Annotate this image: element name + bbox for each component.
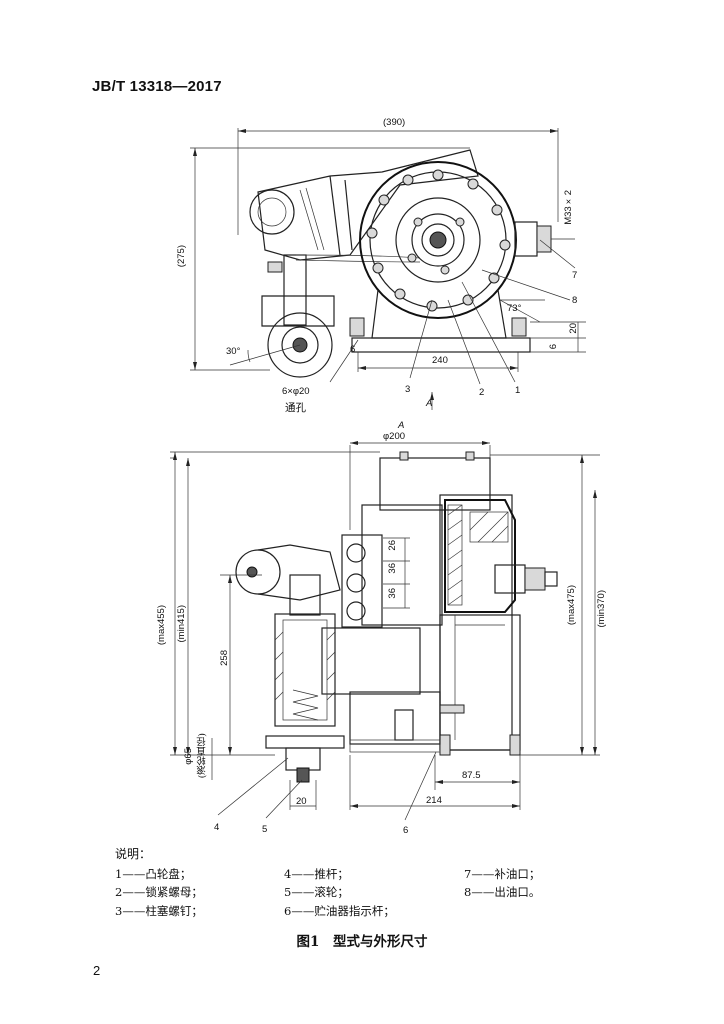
standard-code: JB/T 13318—2017	[92, 78, 222, 95]
dim-258: 258	[219, 650, 230, 666]
callout-3: 3	[405, 384, 411, 395]
legend-item-7: 7——补油口；	[464, 867, 541, 881]
dim-26: 26	[387, 540, 398, 551]
legend-item-6: 6——贮油器指示杆；	[284, 904, 395, 918]
dim-36-a: 36	[387, 563, 398, 574]
dim-20-front: 20	[296, 796, 307, 807]
top-view	[190, 128, 586, 410]
legend-item-4: 4——推杆；	[284, 867, 349, 881]
legend-item-3: 3——柱塞螺钉；	[115, 904, 203, 918]
dim-240: 240	[432, 355, 448, 366]
dim-6-left: 6	[350, 344, 356, 355]
callout-4: 4	[214, 822, 220, 833]
dim-87-5: 87.5	[462, 770, 481, 781]
callout-6: 6	[403, 825, 409, 836]
dim-20: 20	[568, 323, 579, 334]
hatched-section	[447, 504, 509, 606]
dim-phi65: φ65	[183, 748, 194, 765]
figure-caption: 图1 型式与外形尺寸	[296, 934, 428, 950]
dim-min370: (min370)	[596, 590, 607, 628]
page-number: 2	[93, 963, 101, 978]
dim-max455: (max455)	[156, 605, 167, 646]
dim-width-390: (390)	[383, 117, 406, 128]
dim-angle-73: 73°	[507, 303, 522, 314]
dim-thread-m33: M33×2	[563, 190, 574, 225]
dim-214: 214	[426, 795, 442, 806]
legend-item-8: 8——出油口。	[464, 885, 541, 899]
legend-item-1: 1——凸轮盘；	[115, 867, 192, 881]
legend-item-2: 2——锁紧螺母；	[115, 885, 203, 899]
dim-angle-30: 30°	[226, 346, 241, 357]
callout-8: 8	[572, 295, 578, 306]
callout-7: 7	[572, 270, 578, 281]
bolt-ring	[366, 169, 511, 312]
holes-spec: 6×φ20	[282, 386, 310, 397]
dim-phi65-note: (滚轮直径)	[197, 733, 208, 779]
section-marker-a: A	[426, 398, 433, 409]
front-view	[170, 441, 600, 821]
dim-height-275: (275)	[176, 245, 187, 268]
section-letter-a: A	[398, 420, 405, 431]
holes-note: 通孔	[285, 402, 306, 414]
callout-1: 1	[515, 385, 521, 396]
callout-2: 2	[479, 387, 485, 398]
legend-item-5: 5——滚轮；	[284, 885, 349, 899]
dim-6-right: 6	[548, 344, 559, 350]
dim-max475: (max475)	[566, 585, 577, 626]
dim-min415: (min415)	[176, 605, 187, 643]
dim-phi200: φ200	[383, 431, 406, 442]
callout-5: 5	[262, 824, 268, 835]
dim-36-b: 36	[387, 588, 398, 599]
legend-title: 说明：	[115, 847, 152, 861]
